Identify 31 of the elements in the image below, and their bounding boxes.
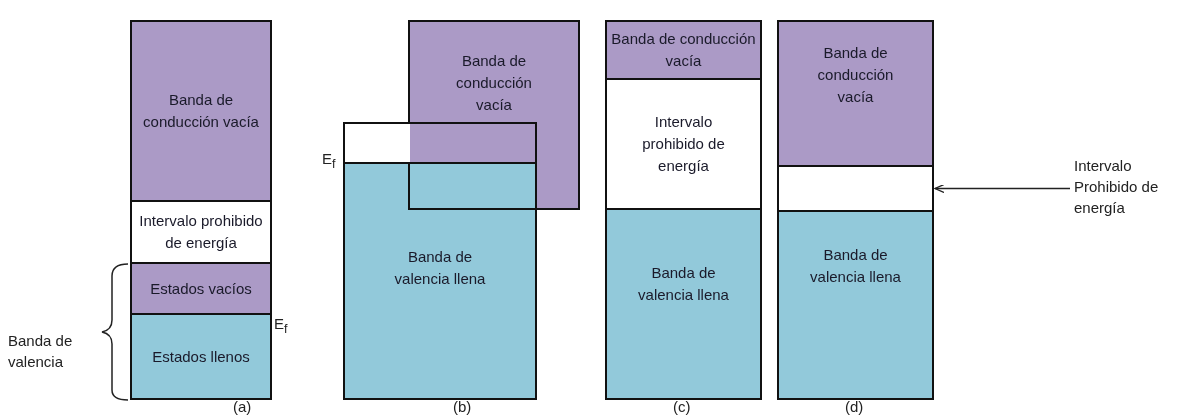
brace-label: Banda de valencia [8, 331, 74, 372]
energy-band [777, 210, 934, 400]
band-label: Banda de conducción vacía [455, 51, 533, 115]
band-label: Banda de conducción vacía [816, 43, 895, 107]
annotation-text: Intervalo Prohibido de energía [1074, 155, 1169, 218]
band-label: Banda de conducción vacía [610, 29, 757, 71]
energy-band [605, 20, 762, 80]
energy-band [130, 313, 272, 400]
panel-label: (a) [233, 397, 253, 416]
energy-band [605, 78, 762, 210]
energy-band [605, 208, 762, 400]
band-label: Banda de valencia llena [809, 245, 902, 287]
band-label: Intervalo prohibido de energía [641, 112, 726, 176]
band-label: Banda de valencia llena [393, 247, 487, 289]
energy-band [130, 200, 272, 264]
empty-band-box [343, 122, 537, 164]
panel-label: (c) [673, 397, 692, 416]
panel-label: (d) [845, 397, 865, 416]
empty-band-box [777, 165, 934, 212]
energy-band [777, 20, 934, 167]
band-label: Estados llenos [152, 346, 250, 367]
fermi-level-label: E$_{f}$ [274, 314, 289, 338]
panel-label: (b) [453, 397, 473, 416]
band-label: Estados vacíos [150, 278, 252, 299]
band-label: Banda de conducción vacía [142, 90, 260, 132]
energy-band [130, 20, 272, 202]
fermi-level-label: E$_{f}$ [322, 149, 337, 173]
arrow [934, 183, 1071, 194]
band-label: Banda de valencia llena [637, 263, 730, 305]
band-label: Intervalo prohibido de energía [138, 211, 264, 253]
energy-band [130, 262, 272, 315]
